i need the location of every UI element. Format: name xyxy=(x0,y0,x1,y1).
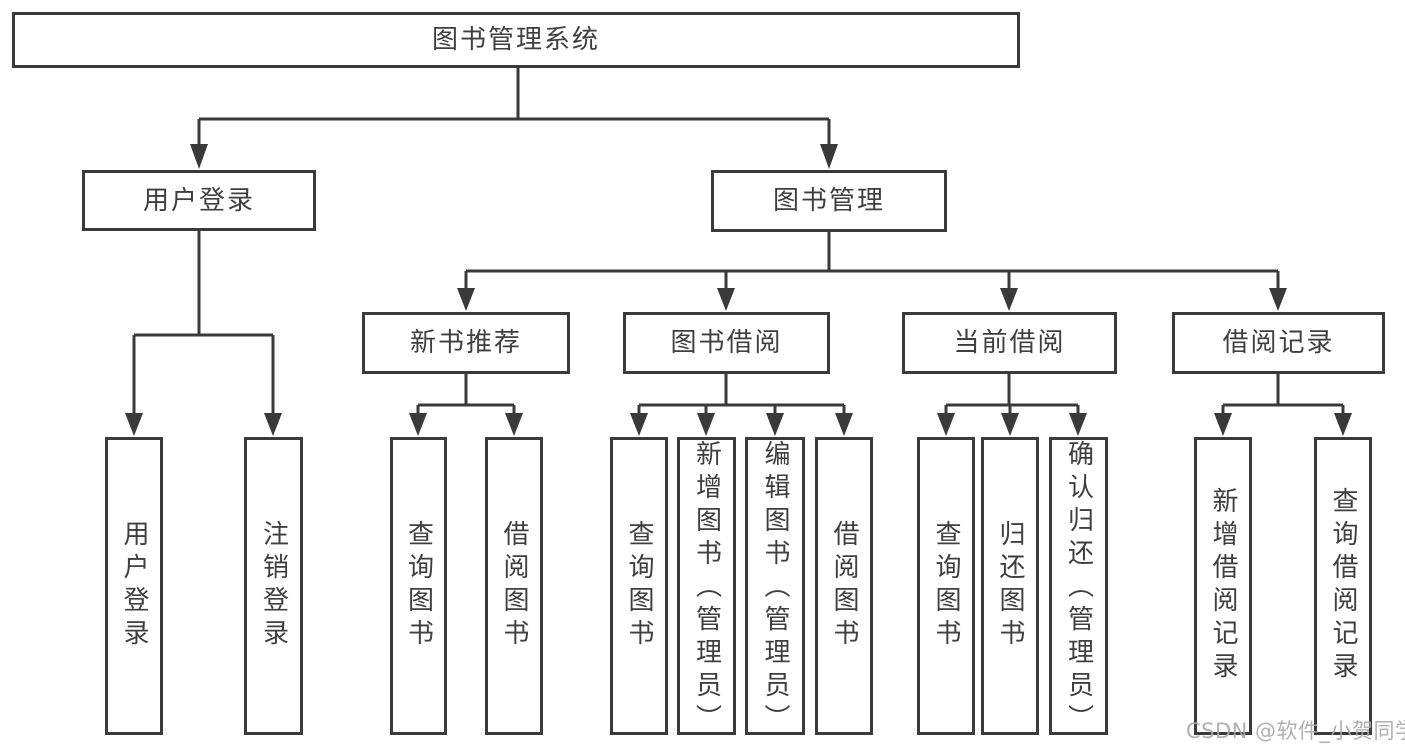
arrowhead-icon xyxy=(1269,288,1287,311)
leaf-user-login: 用户登录 xyxy=(105,437,163,735)
arrowhead-icon xyxy=(505,413,523,436)
node-new-book-recommend: 新书推荐 xyxy=(362,312,570,374)
leaf-borrow-book-2: 借阅图书 xyxy=(815,437,873,735)
leaf-confirm-return-admin: 确认归还（管理员） xyxy=(1049,437,1108,737)
node-book-management: 图书管理 xyxy=(711,170,947,232)
node-root: 图书管理系统 xyxy=(12,12,1020,68)
leaf-query-book-1: 查询图书 xyxy=(390,437,447,735)
leaf-logout: 注销登录 xyxy=(244,437,303,735)
csdn-watermark: CSDN @软件_小贺同学 xyxy=(1186,719,1405,743)
node-borrow-record: 借阅记录 xyxy=(1172,312,1385,374)
arrowhead-icon xyxy=(1214,413,1232,436)
leaf-borrow-book-1: 借阅图书 xyxy=(485,437,543,735)
leaf-add-borrow-record: 新增借阅记录 xyxy=(1194,437,1252,735)
arrowhead-icon xyxy=(835,413,853,436)
leaf-query-book-3: 查询图书 xyxy=(917,437,975,735)
arrowhead-icon xyxy=(1069,413,1087,436)
arrowhead-icon xyxy=(630,413,648,436)
arrowhead-icon xyxy=(937,413,955,436)
node-user-login: 用户登录 xyxy=(82,170,316,231)
arrowhead-icon xyxy=(457,288,475,311)
arrowhead-icon xyxy=(697,413,715,436)
node-book-borrow: 图书借阅 xyxy=(623,312,830,374)
arrowhead-icon xyxy=(1001,413,1019,436)
node-current-borrow: 当前借阅 xyxy=(902,312,1117,374)
connector-path xyxy=(132,68,1345,416)
arrowhead-icon xyxy=(1334,413,1352,436)
arrowhead-icon xyxy=(409,413,427,436)
leaf-edit-book-admin: 编辑图书（管理员） xyxy=(745,437,805,737)
leaf-add-book-admin: 新增图书（管理员） xyxy=(677,437,736,737)
arrowhead-icon xyxy=(1000,288,1018,311)
arrowhead-icon xyxy=(717,288,735,311)
arrowhead-icon xyxy=(820,144,838,169)
arrowhead-icon xyxy=(125,413,143,436)
leaf-query-borrow-record: 查询借阅记录 xyxy=(1314,437,1372,735)
arrowhead-icon xyxy=(190,144,208,169)
leaf-query-book-2: 查询图书 xyxy=(610,437,668,735)
leaf-return-book: 归还图书 xyxy=(981,437,1039,735)
arrowhead-icon xyxy=(766,413,784,436)
arrowhead-icon xyxy=(264,413,282,436)
